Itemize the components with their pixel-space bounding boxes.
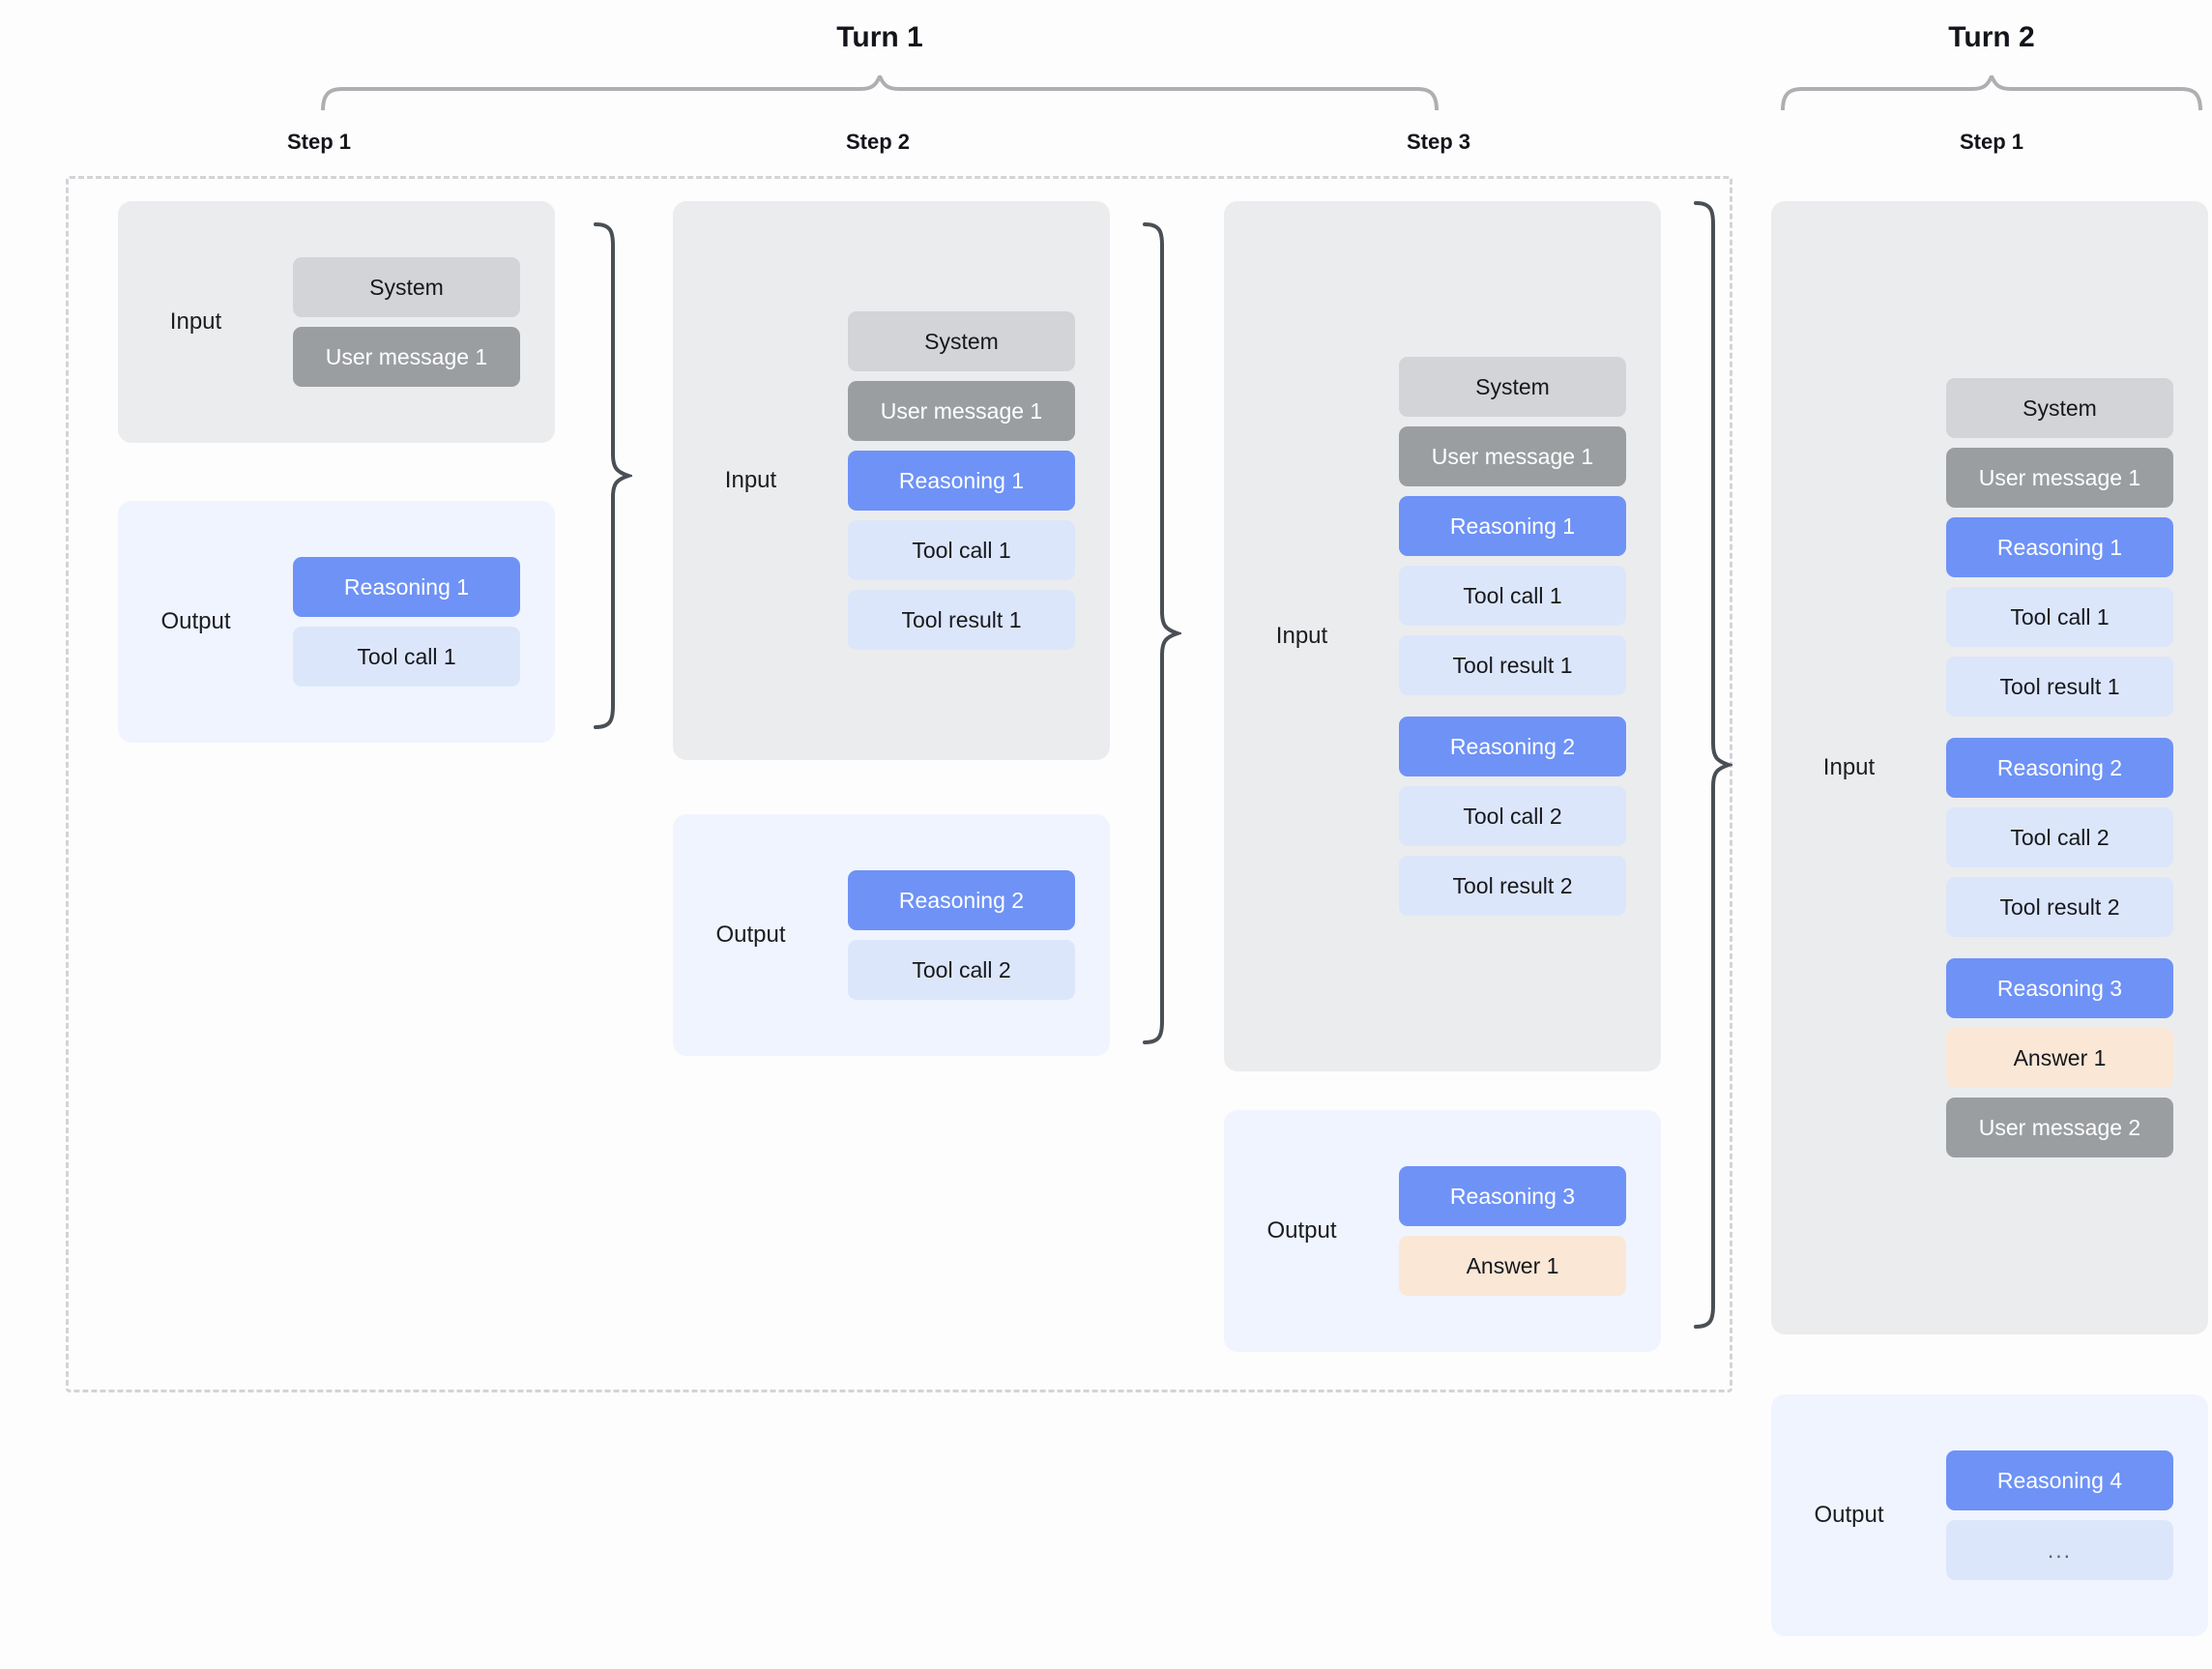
connector-brace-s1-s2 xyxy=(590,220,635,731)
turn-2-brace-path xyxy=(1781,72,2202,112)
block-reasoning[interactable]: Reasoning 2 xyxy=(1399,717,1626,776)
block-user-message[interactable]: User message 1 xyxy=(1946,448,2173,508)
block-reasoning[interactable]: Reasoning 1 xyxy=(293,557,520,617)
turn-1-brace xyxy=(319,72,1441,112)
block-tool-call[interactable]: Tool call 1 xyxy=(1399,566,1626,626)
block-tool-result[interactable]: Tool result 1 xyxy=(1946,657,2173,717)
panel-stack: Reasoning 2 Tool call 2 xyxy=(823,870,1110,1000)
block-tool-call[interactable]: Tool call 2 xyxy=(1399,786,1626,846)
block-tool-call[interactable]: Tool call 1 xyxy=(848,520,1075,580)
block-reasoning[interactable]: Reasoning 4 xyxy=(1946,1450,2173,1510)
panel-stack: Reasoning 3 Answer 1 xyxy=(1374,1166,1661,1296)
block-tool-result[interactable]: Tool result 1 xyxy=(1399,635,1626,695)
block-system[interactable]: System xyxy=(1946,378,2173,438)
step-title-t1s3: Step 3 xyxy=(1406,130,1471,154)
panel-label-output: Output xyxy=(715,922,786,948)
step-title-t1s2: Step 2 xyxy=(845,130,911,154)
connector-brace-t1s3-t2s1 xyxy=(1690,199,1735,1331)
connector-brace-s2-s3 xyxy=(1139,220,1184,1046)
panel-t1s3-output: Output Reasoning 3 Answer 1 xyxy=(1224,1110,1661,1352)
panel-label-input: Input xyxy=(1822,754,1876,780)
block-answer[interactable]: Answer 1 xyxy=(1946,1028,2173,1088)
block-reasoning[interactable]: Reasoning 1 xyxy=(848,451,1075,511)
panel-t1s2-output: Output Reasoning 2 Tool call 2 xyxy=(673,814,1110,1056)
panel-stack: Reasoning 4 ... xyxy=(1921,1450,2208,1580)
turn-1-brace-path xyxy=(321,72,1439,112)
panel-label-output: Output xyxy=(160,608,231,634)
panel-label-output: Output xyxy=(1266,1217,1337,1244)
block-reasoning[interactable]: Reasoning 2 xyxy=(1946,738,2173,798)
block-system[interactable]: System xyxy=(848,311,1075,371)
connector-brace-s1-s2-path xyxy=(594,222,635,729)
step-title-t2s1: Step 1 xyxy=(1959,130,2024,154)
panel-t1s1-input: Input System User message 1 xyxy=(118,201,555,443)
turn-2-title: Turn 2 xyxy=(1948,21,2035,53)
panel-stack: System User message 1 Reasoning 1 Tool c… xyxy=(1374,357,1661,916)
block-reasoning[interactable]: Reasoning 1 xyxy=(1946,517,2173,577)
block-user-message[interactable]: User message 1 xyxy=(848,381,1075,441)
block-tool-call[interactable]: Tool call 2 xyxy=(848,940,1075,1000)
block-tool-result[interactable]: Tool result 1 xyxy=(848,590,1075,650)
block-reasoning[interactable]: Reasoning 3 xyxy=(1946,958,2173,1018)
block-reasoning[interactable]: Reasoning 2 xyxy=(848,870,1075,930)
block-tool-call[interactable]: Tool call 1 xyxy=(293,627,520,687)
connector-brace-s2-s3-path xyxy=(1143,222,1184,1044)
step-title-t1s1: Step 1 xyxy=(286,130,352,154)
block-reasoning[interactable]: Reasoning 3 xyxy=(1399,1166,1626,1226)
panel-t1s3-input: Input System User message 1 Reasoning 1 … xyxy=(1224,201,1661,1071)
panel-stack: Reasoning 1 Tool call 1 xyxy=(268,557,555,687)
panel-t2s1-output: Output Reasoning 4 ... xyxy=(1771,1394,2208,1636)
panel-t1s1-output: Output Reasoning 1 Tool call 1 xyxy=(118,501,555,743)
block-ellipsis[interactable]: ... xyxy=(1946,1520,2173,1580)
panel-stack: System User message 1 xyxy=(268,257,555,387)
block-tool-call[interactable]: Tool call 2 xyxy=(1946,807,2173,867)
panel-t1s2-input: Input System User message 1 Reasoning 1 … xyxy=(673,201,1110,760)
panel-stack: System User message 1 Reasoning 1 Tool c… xyxy=(823,311,1110,650)
turn-1-title: Turn 1 xyxy=(836,21,923,53)
turn-1-container xyxy=(66,176,1732,1392)
block-user-message[interactable]: User message 1 xyxy=(1399,426,1626,486)
block-reasoning[interactable]: Reasoning 1 xyxy=(1399,496,1626,556)
connector-brace-t1s3-t2s1-path xyxy=(1694,201,1735,1329)
turn-2-brace xyxy=(1779,72,2204,112)
panel-label-input: Input xyxy=(1275,623,1328,649)
panel-stack: System User message 1 Reasoning 1 Tool c… xyxy=(1921,378,2208,1157)
block-answer[interactable]: Answer 1 xyxy=(1399,1236,1626,1296)
block-user-message[interactable]: User message 2 xyxy=(1946,1098,2173,1157)
block-tool-result[interactable]: Tool result 2 xyxy=(1946,877,2173,937)
block-system[interactable]: System xyxy=(293,257,520,317)
panel-label-input: Input xyxy=(724,467,777,493)
block-tool-call[interactable]: Tool call 1 xyxy=(1946,587,2173,647)
panel-label-input: Input xyxy=(169,308,222,335)
panel-label-output: Output xyxy=(1814,1502,1884,1528)
block-system[interactable]: System xyxy=(1399,357,1626,417)
block-tool-result[interactable]: Tool result 2 xyxy=(1399,856,1626,916)
panel-t2s1-input: Input System User message 1 Reasoning 1 … xyxy=(1771,201,2208,1334)
block-user-message[interactable]: User message 1 xyxy=(293,327,520,387)
